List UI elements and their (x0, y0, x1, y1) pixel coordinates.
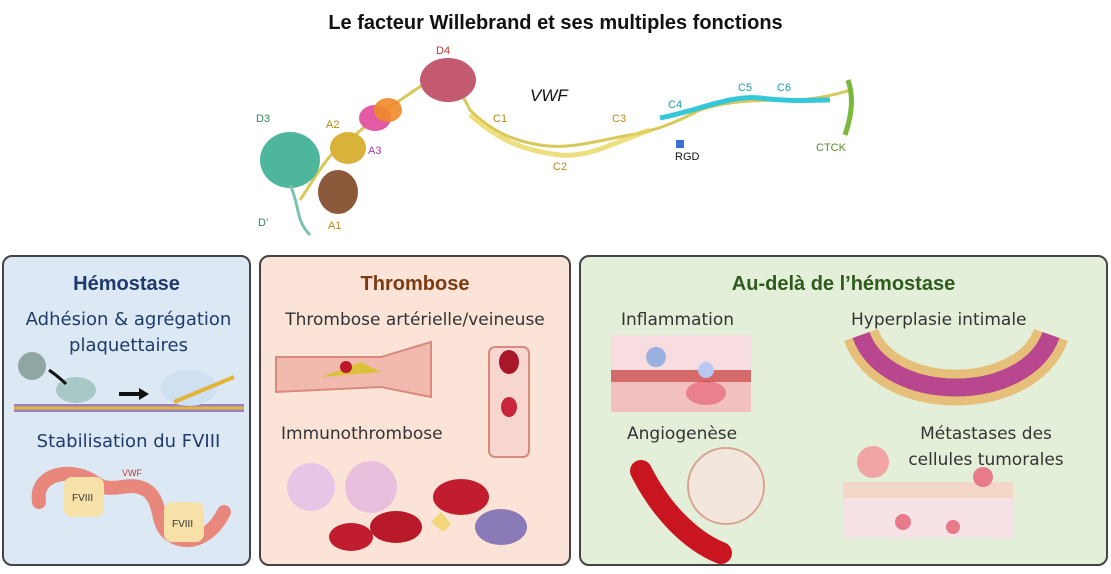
domain-c3: C3 (612, 113, 627, 125)
label-metastases: Métastases des cellules tumorales (908, 424, 1064, 470)
domain-c2: C2 (553, 161, 568, 173)
label-immunothrombose: Immunothrombose (281, 424, 443, 444)
domain-c5: C5 (738, 82, 753, 94)
domain-a1: A1 (328, 220, 342, 232)
panel-title-hemostase: Hémostase (73, 273, 180, 295)
immunothrombosis-illustration (287, 461, 527, 551)
domain-a2: A2 (326, 119, 340, 131)
domain-c1: C1 (493, 113, 508, 125)
platelet-adhesion-illustration (14, 352, 244, 412)
panel-title-au-dela: Au-delà de l’hémostase (731, 273, 956, 295)
figure-title: Le facteur Willebrand et ses multiples f… (328, 12, 783, 34)
domain-d4: D4 (436, 45, 451, 57)
domain-ctck: CTCK (816, 142, 846, 154)
label-adhesion-agregation: Adhésion & agrégation plaquettaires (25, 309, 232, 356)
label-thrombose-arterielle-veineuse: Thrombose artérielle/veineuse (285, 310, 545, 330)
domain-c4: C4 (668, 99, 683, 111)
domain-c6: C6 (777, 82, 792, 94)
panel-au-dela-hemostase: Au-delà de l’hémostase Inflammation Hype… (579, 255, 1108, 566)
angiogenesis-illustration (630, 447, 765, 564)
fviii-stabilisation-illustration (31, 466, 231, 548)
inflammation-illustration (611, 335, 751, 412)
panel-hemostase: Hémostase Adhésion & agrégation plaquett… (2, 255, 251, 566)
vwf-molecule-illustration (260, 58, 854, 237)
panel-title-thrombose: Thrombose (360, 273, 470, 295)
label-stabilisation-fviii: Stabilisation du FVIII (36, 431, 221, 452)
intimal-hyperplasia-illustration (844, 327, 1068, 406)
metastasis-illustration (843, 446, 1013, 538)
thrombosis-vessel-illustration (275, 340, 530, 458)
domain-d-prime: D’ (258, 217, 269, 229)
domain-d3: D3 (256, 113, 271, 125)
fviii-label-2: FVIII (172, 519, 194, 530)
domain-rgd: RGD (675, 151, 700, 163)
domain-a3: A3 (368, 145, 382, 157)
label-inflammation: Inflammation (621, 310, 735, 330)
panel-thrombose: Thrombose Thrombose artérielle/veineuse … (259, 255, 571, 566)
label-angiogenese: Angiogenèse (627, 424, 738, 444)
label-hyperplasie-intimale: Hyperplasie intimale (851, 310, 1027, 330)
fviii-label-1: FVIII (72, 493, 94, 504)
vwf-small-label: VWF (122, 468, 142, 478)
vwf-label: VWF (530, 86, 568, 105)
